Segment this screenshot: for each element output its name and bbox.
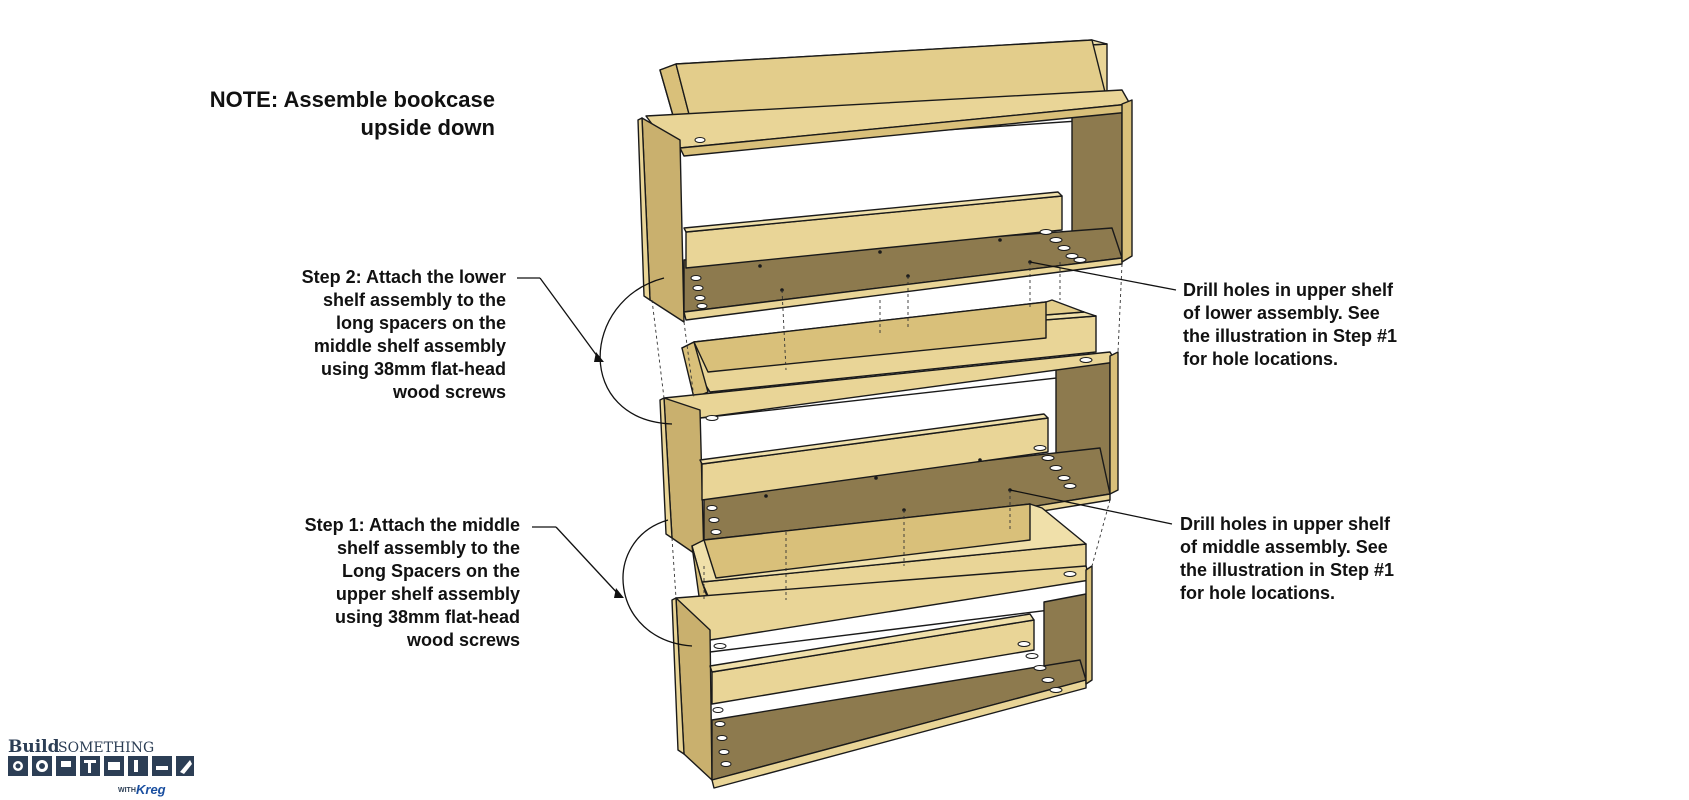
middle-spacer-inner (693, 301, 1047, 373)
middle-back-rail-top (699, 413, 1049, 465)
callout-leaders (517, 261, 1177, 647)
upper-shelf-assembly (671, 503, 1093, 789)
screw-hole (764, 494, 768, 498)
pocket-hole (1065, 253, 1079, 259)
upper-spacer-inner (703, 503, 1031, 579)
pocket-hole (1063, 483, 1077, 489)
step1-arrowhead (614, 588, 624, 598)
assembly-note: NOTE: Assemble bookcase upside down (209, 87, 495, 140)
screw-hole (878, 250, 882, 254)
step2-callout: Step 2: Attach the lower shelf assembly … (301, 267, 506, 402)
lower-back-rail-top (683, 191, 1063, 233)
pocket-hole (708, 517, 720, 523)
upper-left-edge (671, 597, 685, 755)
lower-left-edge (637, 117, 651, 301)
screw-hole (978, 458, 982, 462)
pocket-hole (713, 643, 727, 649)
drill-middle-callout: Drill holes in upper shelf of middle ass… (1180, 514, 1395, 603)
pocket-hole (712, 707, 724, 713)
drill-middle-leader (1009, 489, 1173, 525)
pocket-hole (692, 285, 704, 291)
screw-hole (874, 476, 878, 480)
pocket-hole (1033, 665, 1047, 671)
pocket-hole (1017, 641, 1031, 647)
pocket-hole (1039, 229, 1053, 235)
drill-lower-leader (1029, 261, 1177, 291)
pocket-hole (694, 137, 706, 143)
pocket-hole (694, 295, 706, 301)
logo-with: WITH (118, 787, 136, 794)
step2-arrowhead (594, 352, 604, 362)
alignment-lines (651, 262, 1123, 600)
pocket-hole (1041, 677, 1055, 683)
upper-back-rail-top (709, 613, 1035, 673)
lower-right-side (1121, 99, 1133, 263)
pocket-hole (1049, 465, 1063, 471)
logo-tool-icons (8, 756, 194, 776)
pocket-hole (1057, 475, 1071, 481)
logo-word-build: Build (8, 737, 60, 757)
upper-right-side (1085, 565, 1093, 685)
pocket-hole (1049, 237, 1063, 243)
step1-callout: Step 1: Attach the middle shelf assembly… (304, 515, 520, 650)
logo-kreg: Kreg (136, 782, 166, 797)
pocket-hole (706, 505, 718, 511)
pocket-hole (1063, 571, 1077, 577)
screw-hole (758, 264, 762, 268)
step1-rotation-arc (622, 519, 693, 647)
middle-left-edge (659, 397, 673, 539)
drill-lower-callout: Drill holes in upper shelf of lower asse… (1183, 280, 1398, 369)
middle-spacer-left (681, 341, 709, 399)
step1-leader-diag (555, 526, 621, 597)
upper-bottom-front-edge (711, 679, 1087, 789)
logo-word-something: SOMETHING (58, 740, 154, 756)
pocket-hole (705, 415, 719, 421)
pocket-hole (1041, 455, 1055, 461)
pocket-hole (1025, 653, 1039, 659)
pocket-hole (1057, 245, 1071, 251)
pocket-hole (1049, 687, 1063, 693)
step2-leader-diag (539, 277, 601, 361)
pocket-hole (720, 761, 732, 767)
pocket-hole (1033, 445, 1047, 451)
screw-hole (998, 238, 1002, 242)
pocket-hole (718, 749, 730, 755)
pocket-hole (696, 303, 708, 309)
lower-shelf-assembly (637, 39, 1133, 323)
pocket-hole (1073, 257, 1087, 263)
pocket-hole (714, 721, 726, 727)
pocket-hole (710, 529, 722, 535)
middle-shelf-assembly (659, 299, 1119, 567)
pocket-hole (716, 735, 728, 741)
pocket-hole (690, 275, 702, 281)
middle-right-side (1109, 351, 1119, 495)
pocket-hole (1079, 357, 1093, 363)
buildsomething-kreg-logo: Build SOMETHING WITH Kreg (8, 737, 194, 797)
